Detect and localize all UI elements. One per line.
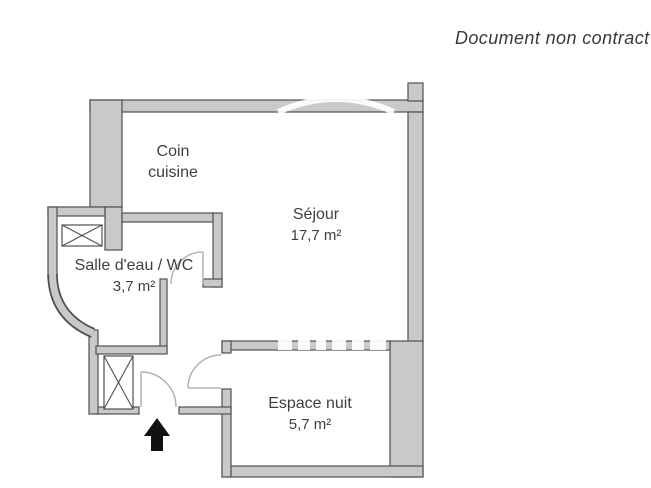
door-entrance — [140, 371, 177, 408]
kitchen-name-line1: Coin — [156, 143, 190, 160]
room-label-living: Séjour 17,7 m² — [291, 204, 342, 246]
room-label-bathroom: Salle d'eau / WC 3,7 m² — [75, 255, 194, 297]
living-area: 17,7 m² — [290, 227, 342, 244]
bathroom-name: Salle d'eau / WC — [74, 257, 194, 274]
entrance-arrow-icon — [144, 418, 170, 451]
watermark-logo — [276, 96, 396, 350]
shaft-box-entry — [103, 355, 134, 410]
bedroom-area: 5,7 m² — [288, 416, 332, 433]
shaft-box-bathroom — [61, 224, 103, 247]
room-label-kitchen: Coin cuisine — [148, 141, 198, 183]
bathroom-area: 3,7 m² — [112, 278, 156, 295]
watermark-arc — [276, 96, 396, 115]
kitchen-name-line2: cuisine — [148, 164, 198, 181]
door-bathroom — [170, 251, 204, 285]
watermark-text — [278, 340, 386, 350]
disclaimer-text: Document non contract — [455, 28, 650, 48]
bedroom-name: Espace nuit — [268, 395, 352, 412]
room-label-bedroom: Espace nuit 5,7 m² — [268, 393, 352, 435]
door-bedroom — [187, 354, 222, 389]
living-name: Séjour — [292, 206, 340, 223]
